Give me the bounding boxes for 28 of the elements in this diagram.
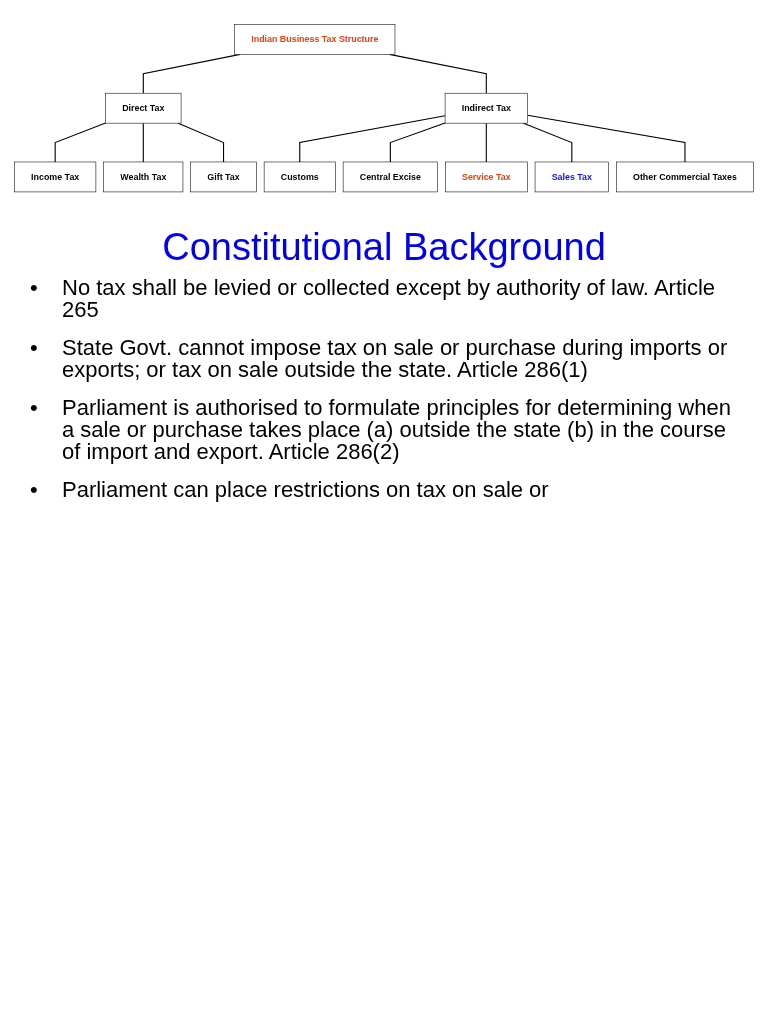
node-box [444,92,528,124]
connector [526,114,686,163]
node-box [105,92,182,124]
bullet-marker: • [30,337,39,363]
connector [389,122,446,163]
bullet-marker: • [30,277,39,303]
bullet-marker: • [30,397,39,423]
node-box [342,161,438,193]
node-box [263,161,336,193]
connector [142,122,144,163]
bullet-text: No tax shall be levied or collected except by authority of law. Article 265 [62,277,716,322]
bullet-text: State Govt. cannot impose tax on sale or purchase during imports or exports; or tax on sale outside the state. Article 286(1) [62,337,729,382]
node-box [534,161,609,193]
connector [299,115,446,163]
node-box [14,161,97,193]
node-box [445,161,528,193]
bullet-text: Parliament can place restrictions on tax on sale or [62,479,549,502]
connector [54,122,107,163]
node-box [103,161,184,193]
bullet-text: Parliament is authorised to formulate principles for determining when a sale or purchase takes place (a) outside the state (b) in the course of import and export. Article 286(2) [62,397,732,464]
node-box [234,24,396,55]
tax-structure-diagram: Indian Business Tax Structure Direct Tax Indirect Tax Income Tax Wealth Tax Gift Tax Customs Central Excise Service Tax Sales Tax Other Commercial Taxes [10,20,758,197]
connector [485,122,487,163]
node-box [616,161,754,193]
section-heading: Constitutional Background [161,226,607,270]
node-box [190,161,257,193]
bullet-marker: • [30,479,39,502]
connector [523,122,573,163]
